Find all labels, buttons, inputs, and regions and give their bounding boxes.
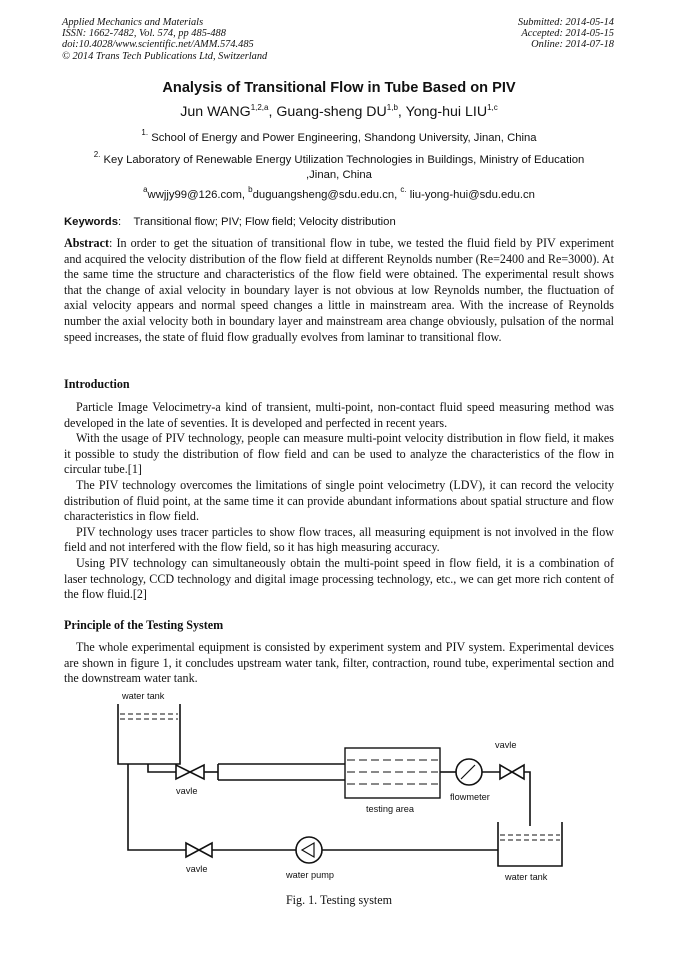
label-vavle-bottom: vavle xyxy=(186,864,207,874)
label-vavle-left: vavle xyxy=(176,786,197,796)
author-name: Yong-hui LIU xyxy=(405,104,488,120)
affiliation-mark: 2. xyxy=(93,150,101,159)
testing-system-diagram: water tank vavle testing area flowmeter … xyxy=(117,691,563,882)
issn-line: ISSN: 1662-7482, Vol. 574, pp 485-488 xyxy=(62,28,226,40)
figure-caption: Fig. 1. Testing system xyxy=(285,893,393,907)
downstream-water-tank-icon xyxy=(497,822,563,867)
paragraph: With the usage of PIV technology, people… xyxy=(64,431,614,477)
dates-info: Submitted: 2014-05-14 Accepted: 2014-05-… xyxy=(518,17,614,51)
abstract: Abstract: In order to get the situation … xyxy=(64,236,614,344)
online-date: Online: 2014-07-18 xyxy=(531,39,614,51)
journal-info: Applied Mechanics and Materials ISSN: 16… xyxy=(62,17,267,62)
accepted-date: Accepted: 2014-05-15 xyxy=(521,28,614,40)
label-testing-area: testing area xyxy=(366,804,415,814)
email-address: liu-yong-hui@sdu.edu.cn xyxy=(409,189,535,201)
label-water-tank-bottom: water tank xyxy=(504,872,548,882)
author-mark: 1,c xyxy=(487,103,498,112)
submitted-date: Submitted: 2014-05-14 xyxy=(517,17,614,28)
doi-line: doi:10.4028/www.scientific.net/AMM.574.4… xyxy=(62,39,254,51)
paragraph: PIV technology uses tracer particles to … xyxy=(64,524,614,555)
affiliation-2: 2. Key Laboratory of Renewable Energy Ut… xyxy=(80,150,598,183)
keywords: Keywords: Transitional flow; PIV; Flow f… xyxy=(64,216,396,228)
principle-body: The whole experimental equipment is cons… xyxy=(64,640,614,687)
copyright-line: © 2014 Trans Tech Publications Ltd, Swit… xyxy=(62,50,268,62)
author-name: Jun WANG xyxy=(180,104,251,120)
flowmeter-needle xyxy=(460,764,476,780)
label-flowmeter: flowmeter xyxy=(450,792,490,802)
affiliation-1: 1. School of Energy and Power Engineerin… xyxy=(80,128,598,146)
keywords-text: Transitional flow; PIV; Flow field; Velo… xyxy=(133,216,396,228)
valve-bottom-icon xyxy=(185,841,213,859)
valve-right-icon xyxy=(499,763,525,781)
round-tube xyxy=(217,763,345,781)
paper-title: Analysis of Transitional Flow in Tube Ba… xyxy=(162,80,516,96)
water-pump-arrow xyxy=(300,841,315,859)
paragraph: Using PIV technology can simultaneously … xyxy=(64,555,614,602)
upstream-water-tank-icon xyxy=(117,704,181,765)
paragraph: The PIV technology overcomes the limitat… xyxy=(64,477,614,524)
introduction-body: Particle Image Velocimetry-a kind of tra… xyxy=(64,400,614,603)
paragraph: The whole experimental equipment is cons… xyxy=(64,640,614,686)
keywords-label: Keywords xyxy=(64,216,118,228)
flowmeter-icon xyxy=(455,758,483,786)
label-water-tank-top: water tank xyxy=(121,691,165,701)
email-list: awwjjy99@126.com, bduguangsheng@sdu.edu.… xyxy=(80,185,598,203)
pipe xyxy=(524,771,531,826)
water-pump-icon xyxy=(295,836,323,864)
principle-heading: Principle of the Testing System xyxy=(64,618,224,632)
introduction-heading: Introduction xyxy=(64,377,130,391)
author-list: Jun WANG1,2,a, Guang-sheng DU1,b, Yong-h… xyxy=(180,103,498,121)
affiliation-text: School of Energy and Power Engineering, … xyxy=(151,132,537,144)
affiliation-mark: 1. xyxy=(141,128,149,137)
valve-left-icon xyxy=(175,763,205,781)
testing-area-icon xyxy=(344,747,441,799)
author-mark: 1,b xyxy=(386,103,398,112)
author-name: Guang-sheng DU xyxy=(276,104,387,120)
email-mark: a xyxy=(143,185,148,194)
abstract-text: In order to get the situation of transit… xyxy=(64,236,614,344)
pipe xyxy=(127,764,186,851)
testing-system-figure: water tank vavle testing area flowmeter … xyxy=(110,688,570,888)
affiliation-text: Key Laboratory of Renewable Energy Utili… xyxy=(103,154,585,181)
author-mark: 1,2,a xyxy=(250,103,269,112)
paragraph: Particle Image Velocimetry-a kind of tra… xyxy=(64,400,614,430)
email-address: duguangsheng@sdu.edu.cn, xyxy=(252,189,398,201)
label-water-pump: water pump xyxy=(285,870,334,880)
journal-name: Applied Mechanics and Materials xyxy=(62,17,204,28)
pipe xyxy=(147,764,176,773)
label-vavle-right: vavle xyxy=(495,740,516,750)
email-address: wwjjy99@126.com, xyxy=(147,189,246,201)
email-mark: b xyxy=(248,185,253,194)
abstract-label: Abstract xyxy=(64,236,110,250)
email-mark: c. xyxy=(400,185,407,194)
